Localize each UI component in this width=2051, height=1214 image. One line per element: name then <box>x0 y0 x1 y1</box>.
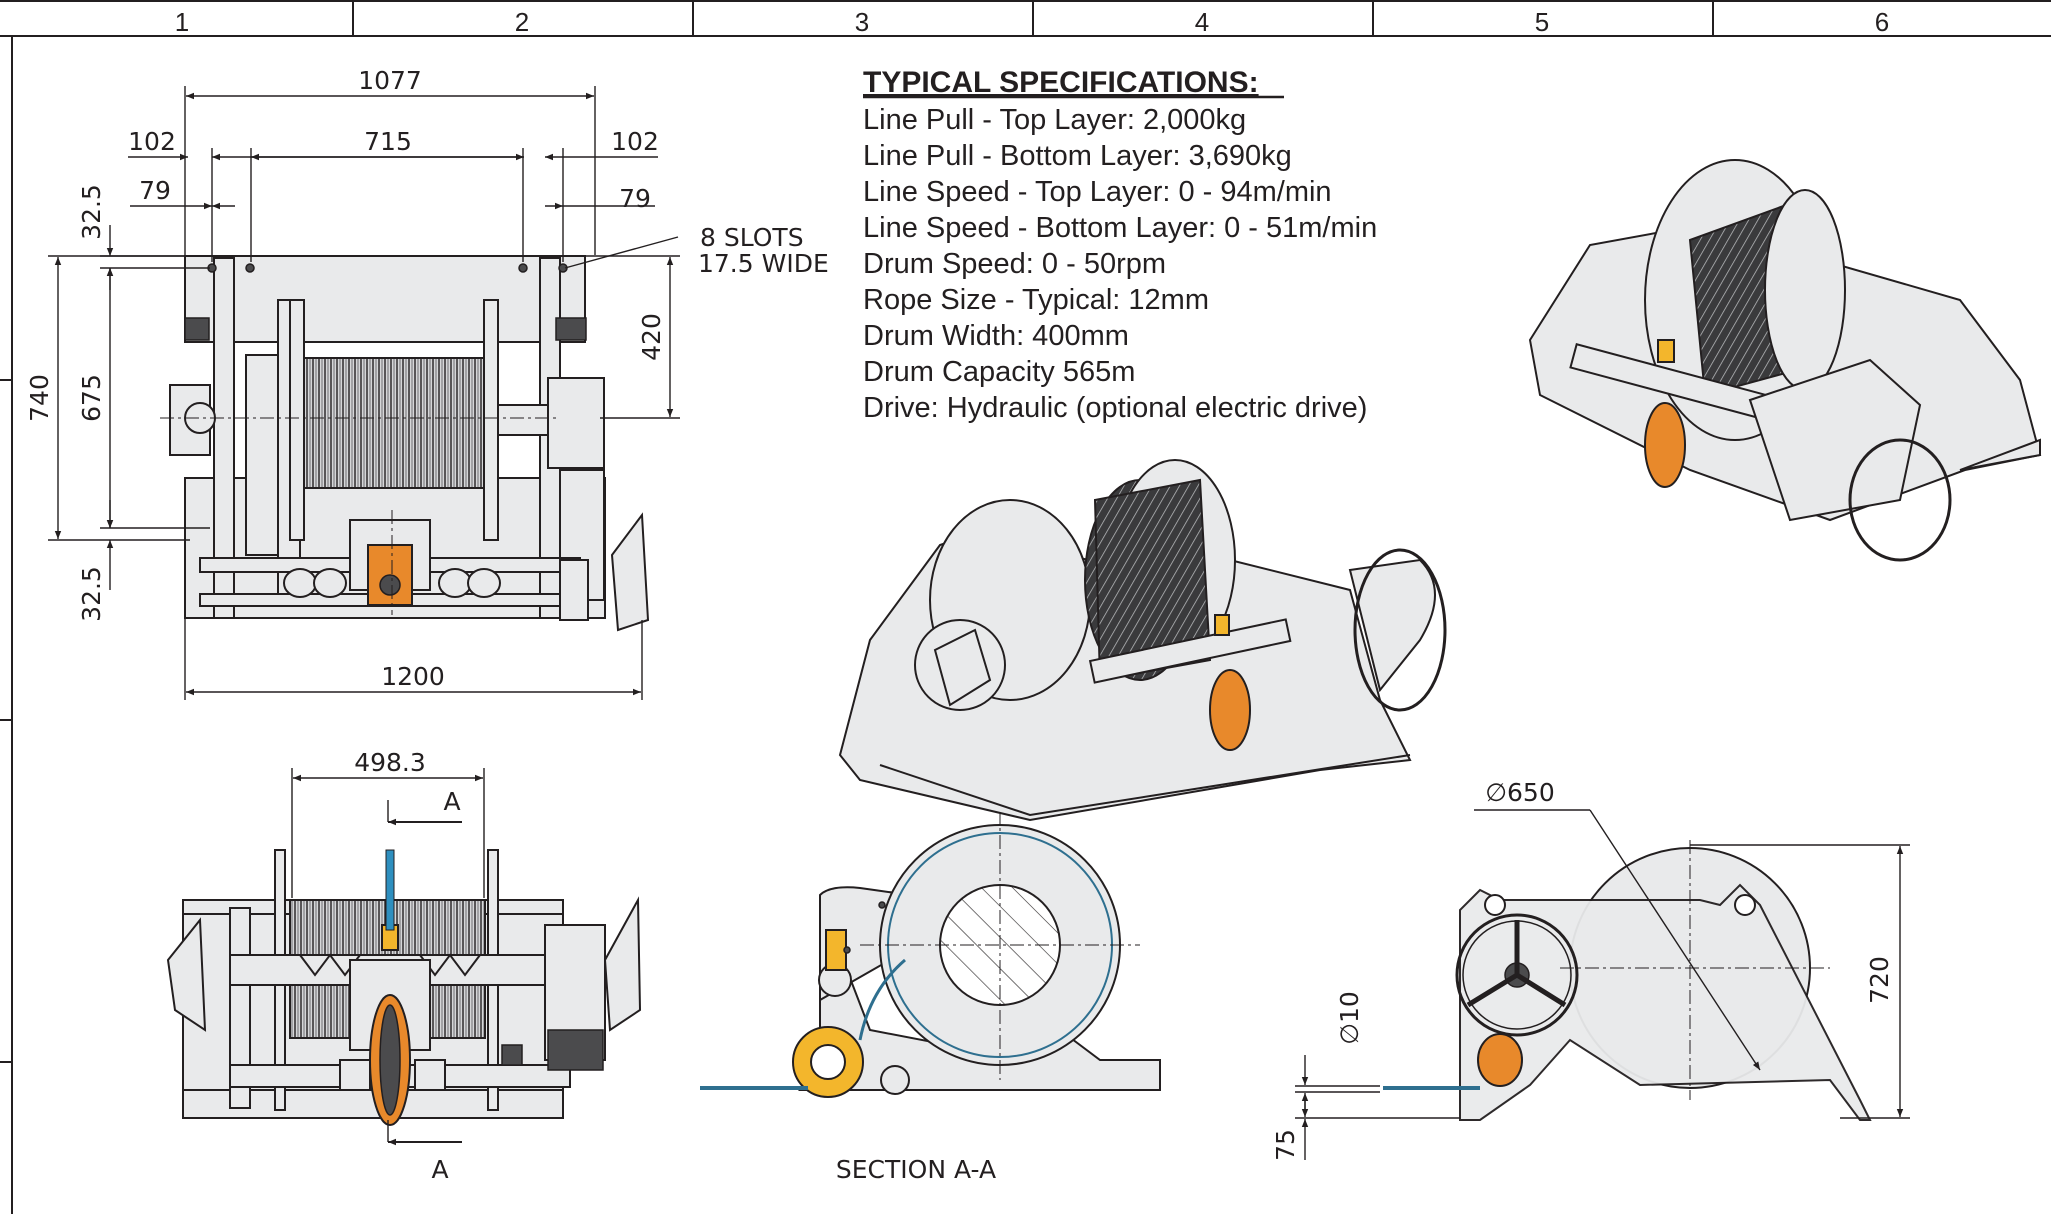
dimension-label: 675 <box>77 374 106 422</box>
side-view-drawing <box>1383 840 1872 1121</box>
front-view-dimensions <box>291 768 485 1146</box>
spec-line: Drum Speed: 0 - 50rpm <box>863 248 1166 280</box>
dimension-label: 720 <box>1865 956 1894 1004</box>
slots-note: 8 SLOTS <box>700 223 804 252</box>
top-view-dimensions <box>48 86 680 700</box>
spec-line: Drum Width: 400mm <box>863 320 1129 352</box>
spec-line: Line Speed - Top Layer: 0 - 94m/min <box>863 176 1332 208</box>
spec-line: Rope Size - Typical: 12mm <box>863 284 1209 316</box>
spec-line: Drive: Hydraulic (optional electric driv… <box>863 392 1367 424</box>
side-view-dimensions <box>1295 809 1910 1160</box>
section-mark-label: A <box>431 1155 448 1184</box>
spec-line: Drum Capacity 565m <box>863 356 1135 388</box>
isometric-view-centre <box>838 459 1447 822</box>
slots-note: 17.5 WIDE <box>698 249 829 278</box>
section-mark-label: A <box>443 787 460 816</box>
dimension-label: 32.5 <box>77 566 106 622</box>
spec-line: Line Speed - Bottom Layer: 0 - 51m/min <box>863 212 1377 244</box>
dimension-label: 102 <box>128 127 176 156</box>
specifications-block: TYPICAL SPECIFICATIONS: Line Pull - Top … <box>863 66 1377 424</box>
dimension-label: 32.5 <box>77 184 106 240</box>
spec-line: Line Pull - Top Layer: 2,000kg <box>863 104 1246 136</box>
zone-label-3: 3 <box>855 7 869 37</box>
dimension-label: ∅650 <box>1485 778 1555 807</box>
dimension-label: 1200 <box>381 662 445 691</box>
dimension-label: 1077 <box>358 66 422 95</box>
spec-line: Line Pull - Bottom Layer: 3,690kg <box>863 140 1292 172</box>
dimension-label: 498.3 <box>354 748 426 777</box>
dimension-label: 79 <box>139 176 171 205</box>
specifications-heading: TYPICAL SPECIFICATIONS: <box>863 66 1259 99</box>
dimension-label: ∅10 <box>1335 991 1364 1045</box>
isometric-view-right <box>1528 159 2042 562</box>
front-view-drawing <box>166 849 642 1126</box>
dimension-label: 740 <box>25 374 54 422</box>
zone-label-4: 4 <box>1195 7 1209 37</box>
top-view-drawing <box>160 255 650 632</box>
dimension-label: 75 <box>1271 1129 1300 1161</box>
zone-label-2: 2 <box>515 7 529 37</box>
zone-label-5: 5 <box>1535 7 1549 37</box>
dimension-label: 79 <box>619 184 651 213</box>
dimension-label: 715 <box>364 127 412 156</box>
section-a-a-drawing <box>700 810 1161 1098</box>
dimension-label: 102 <box>611 127 659 156</box>
zone-label-1: 1 <box>175 7 189 37</box>
zone-label-6: 6 <box>1875 7 1889 37</box>
section-label: SECTION A-A <box>836 1155 996 1184</box>
dimension-label: 420 <box>637 313 666 361</box>
